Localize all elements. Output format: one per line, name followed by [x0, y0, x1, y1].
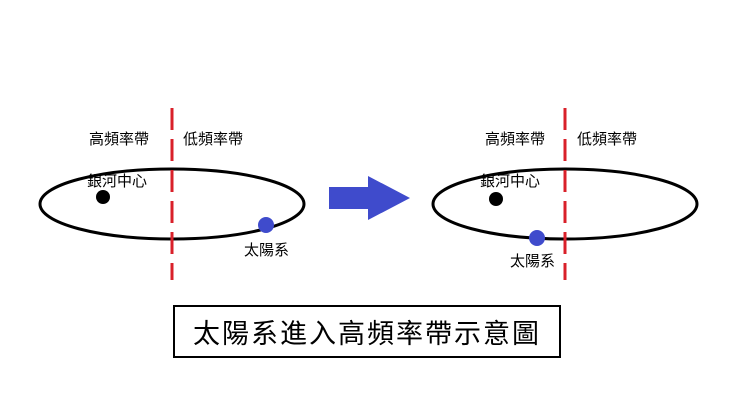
solar-system-dot	[258, 217, 274, 233]
high-frequency-band-label: 高頻率帶	[89, 130, 149, 148]
galactic-center-dot	[96, 190, 110, 204]
caption-box: 太陽系進入高頻率帶示意圖	[173, 305, 561, 358]
galactic-center-label: 銀河中心	[87, 172, 147, 190]
panel-before: 高頻率帶 低頻率帶 銀河中心 太陽系	[38, 108, 306, 280]
transition-arrow-icon	[329, 176, 410, 220]
caption-title: 太陽系進入高頻率帶示意圖	[193, 319, 541, 350]
high-frequency-band-label: 高頻率帶	[485, 130, 545, 148]
galactic-center-dot	[489, 192, 503, 206]
galactic-center-label: 銀河中心	[480, 172, 540, 190]
low-frequency-band-label: 低頻率帶	[577, 130, 637, 148]
low-frequency-band-label: 低頻率帶	[183, 130, 243, 148]
panel-after: 高頻率帶 低頻率帶 銀河中心 太陽系	[431, 108, 699, 280]
solar-system-label: 太陽系	[510, 252, 555, 270]
solar-system-label: 太陽系	[244, 241, 289, 259]
solar-system-dot	[529, 230, 545, 246]
